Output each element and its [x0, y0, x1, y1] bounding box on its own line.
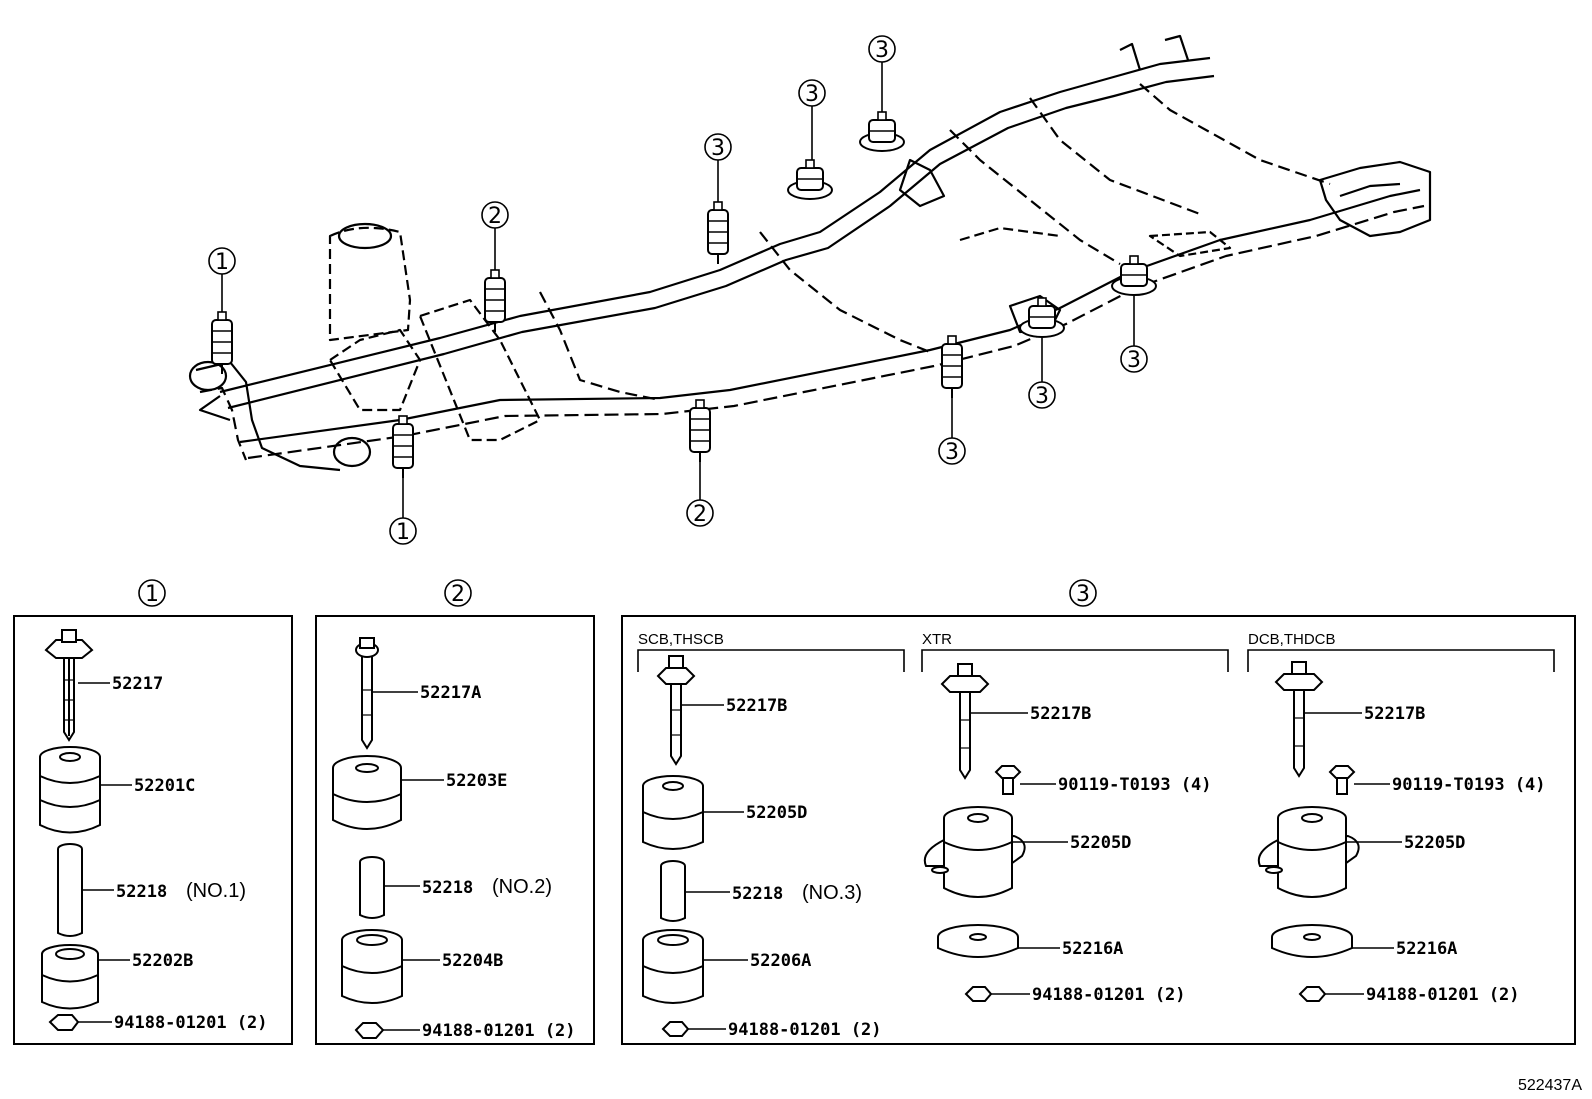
mount-second-right	[689, 399, 711, 463]
mount-second-left	[484, 269, 506, 333]
group-header-circles	[138, 579, 1097, 607]
cushion-52206A-icon	[642, 929, 704, 1004]
callout-1-front-right: 1	[396, 520, 410, 545]
part-52217B-xtr: 52217B	[1030, 704, 1091, 724]
group1-header: 1	[145, 582, 159, 607]
vehicle-frame	[188, 34, 1432, 472]
bolt-52217B-dcb-icon	[1274, 661, 1324, 778]
cushion-52205D-dcb-icon	[1257, 806, 1360, 898]
group3-brackets	[637, 649, 1555, 672]
mount-third-left	[707, 201, 729, 265]
part-52218-no2-note: (NO.2)	[492, 876, 552, 898]
group3-header: 3	[1076, 582, 1090, 607]
callout-3-b: 3	[805, 82, 819, 107]
xtr-leaders	[970, 712, 1068, 995]
part-52218-no2: 52218	[422, 878, 473, 898]
bolt-52217A-icon	[355, 637, 379, 750]
part-90119-xtr: 90119-T0193 (4)	[1058, 775, 1212, 795]
screw-90119-dcb-icon	[1328, 765, 1356, 795]
scb-leaders	[681, 704, 748, 1030]
dcb-leaders	[1304, 712, 1402, 995]
mount-front-right	[392, 415, 414, 479]
mount-rear-d	[1111, 255, 1157, 296]
scb-parts	[642, 655, 704, 1037]
mount-third-right	[941, 335, 963, 399]
sublabel-scb: SCB,THSCB	[638, 631, 724, 648]
callout-leaders	[221, 62, 1135, 518]
part-52202B: 52202B	[132, 951, 193, 971]
group3-box	[621, 615, 1576, 1045]
nut-94188-icon	[48, 1014, 80, 1031]
spacer-52218-no1-icon	[57, 843, 83, 937]
group1-parts	[39, 629, 101, 1031]
part-94188-dcb: 94188-01201 (2)	[1366, 985, 1520, 1005]
washer-52216A-dcb-icon	[1271, 924, 1353, 958]
part-94188-xtr: 94188-01201 (2)	[1032, 985, 1186, 1005]
part-52205D-xtr: 52205D	[1070, 833, 1131, 853]
callout-1-front-left: 1	[215, 250, 229, 275]
group2-box	[315, 615, 595, 1045]
part-52217B-scb: 52217B	[726, 696, 787, 716]
part-52206A: 52206A	[750, 951, 811, 971]
bolt-52217B-scb-icon	[656, 655, 696, 766]
part-52218-no3: 52218	[732, 884, 783, 904]
callout-2-right: 2	[693, 502, 707, 527]
callout-3-f: 3	[1127, 348, 1141, 373]
dcb-parts	[1257, 661, 1360, 1002]
cushion-52203E-icon	[332, 755, 402, 830]
part-52204B: 52204B	[442, 951, 503, 971]
part-52217A: 52217A	[420, 683, 481, 703]
callout-3-c: 3	[875, 38, 889, 63]
washer-52216A-xtr-icon	[937, 924, 1019, 958]
part-52217: 52217	[112, 674, 163, 694]
part-52216A-dcb: 52216A	[1396, 939, 1457, 959]
sublabel-xtr: XTR	[922, 631, 952, 648]
part-94188-g1: 94188-01201 (2)	[114, 1013, 268, 1033]
nut-94188-scb-icon	[661, 1021, 690, 1037]
group1-leaders	[78, 682, 132, 1023]
xtr-parts	[923, 663, 1026, 1002]
callout-3-a: 3	[711, 136, 725, 161]
screw-90119-xtr-icon	[994, 765, 1022, 795]
group1-box	[13, 615, 293, 1045]
reference-code: 522437A	[1518, 1077, 1582, 1094]
spacer-52218-no2-icon	[359, 856, 385, 919]
cushion-52205D-scb-icon	[642, 775, 704, 850]
part-52218-no3-note: (NO.3)	[802, 882, 862, 904]
part-52218-no1: 52218	[116, 882, 167, 902]
group2-leaders	[372, 691, 444, 1031]
group2-parts	[332, 637, 403, 1039]
part-52205D-scb: 52205D	[746, 803, 807, 823]
part-90119-dcb: 90119-T0193 (4)	[1392, 775, 1546, 795]
callout-3-d: 3	[945, 440, 959, 465]
part-94188-scb: 94188-01201 (2)	[728, 1020, 882, 1040]
bolt-52217B-xtr-icon	[940, 663, 990, 780]
mount-rear-a	[787, 159, 833, 200]
nut-94188-dcb-icon	[1298, 986, 1327, 1002]
callout-2-left: 2	[488, 204, 502, 229]
part-52203E: 52203E	[446, 771, 507, 791]
callout-3-e: 3	[1035, 384, 1049, 409]
nut-94188-g2-icon	[354, 1022, 385, 1039]
cushion-52202B-icon	[41, 944, 99, 1010]
mount-front-left	[211, 311, 233, 375]
part-52217B-dcb: 52217B	[1364, 704, 1425, 724]
sublabel-dcb: DCB,THDCB	[1248, 631, 1336, 648]
group2-header: 2	[451, 582, 465, 607]
bolt-52217-icon	[44, 629, 94, 742]
cushion-52204B-icon	[341, 929, 403, 1004]
part-52218-no1-note: (NO.1)	[186, 880, 246, 902]
cushion-52205D-xtr-icon	[923, 806, 1026, 898]
frame-callouts	[208, 35, 1148, 545]
nut-94188-xtr-icon	[964, 986, 993, 1002]
part-52216A-xtr: 52216A	[1062, 939, 1123, 959]
cushion-52201C-icon	[39, 746, 101, 834]
part-52201C: 52201C	[134, 776, 195, 796]
part-52205D-dcb: 52205D	[1404, 833, 1465, 853]
spacer-52218-no3-icon	[660, 860, 686, 922]
part-94188-g2: 94188-01201 (2)	[422, 1021, 576, 1041]
mount-rear-b	[859, 111, 905, 152]
